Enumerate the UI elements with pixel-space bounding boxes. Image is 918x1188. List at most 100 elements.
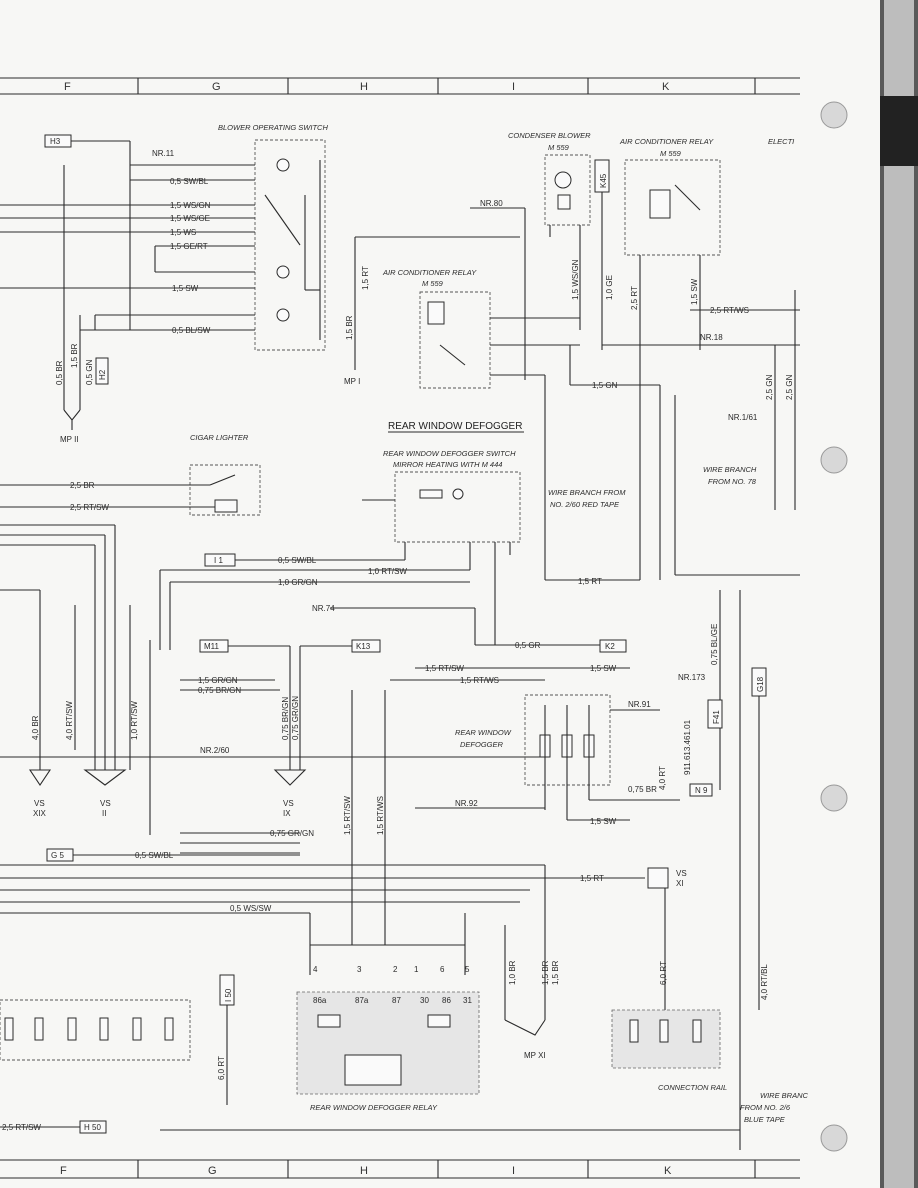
wire-label: 0,5 SW/BL <box>135 851 174 860</box>
wire-label: 2,5 GN <box>785 374 794 400</box>
wire-branch-blue-line3: BLUE TAPE <box>744 1115 786 1124</box>
grid-col-h: H <box>360 1165 368 1177</box>
fuse <box>99 1017 109 1041</box>
relay-terminal: 87 <box>392 996 401 1005</box>
connector-f41-label: F41 <box>712 710 721 724</box>
connector-k2 <box>599 639 627 653</box>
connector-k45-label: K45 <box>599 173 608 188</box>
condenser-blower-code: M 559 <box>548 143 570 152</box>
grid-header: F G H I K <box>0 77 800 95</box>
fuse-block: I 50 6,0 RT 2,5 RT/SW H 50 <box>0 974 235 1134</box>
relay-pin: 6 <box>440 965 445 974</box>
wire-label: 1,5 WS/GN <box>170 201 211 210</box>
connector-f41 <box>707 699 723 729</box>
grid-col-i: I <box>512 1165 515 1177</box>
grid-col-i: I <box>512 81 515 93</box>
lamp-icon <box>276 308 290 322</box>
wire-label: 1,0 RT/SW <box>368 567 407 576</box>
binder-sheet <box>884 0 914 1188</box>
fuse <box>132 1017 142 1041</box>
connector-h2-label: H2 <box>98 369 107 380</box>
grid-col-g: G <box>208 1165 217 1177</box>
node-nr11: NR.11 <box>152 149 175 158</box>
vs11-line1: VS <box>676 869 687 878</box>
condenser-blower: CONDENSER BLOWER M 559 NR.80 1,5 WS/GN <box>470 131 591 380</box>
rear-window-defogger-element: REAR WINDOW DEFOGGER 1,5 RT/SW 1,5 RT/WS… <box>343 664 767 1010</box>
cigar-lighter-title: CIGAR LIGHTER <box>190 433 249 442</box>
wire-branch-blue-line2: FROM NO. 2/6 <box>740 1103 791 1112</box>
wire-branch-78-line2: FROM NO. 78 <box>708 477 757 486</box>
wire-label: 0,75 BL/GE <box>710 624 719 665</box>
mirror-heating-title: MIRROR HEATING WITH M 444 <box>393 460 502 469</box>
wire-label: 1,5 RT <box>361 266 370 290</box>
vs11-junction <box>647 867 669 889</box>
wire-branch-blue-line1: WIRE BRANC <box>760 1091 809 1100</box>
wire-label: 0,5 SW/BL <box>170 177 209 186</box>
connector-k2-label: K2 <box>605 642 615 651</box>
wire-label: 1,5 RT <box>580 874 604 883</box>
connector-h2 <box>95 357 109 385</box>
relay-coil <box>427 1014 451 1028</box>
node-mp2: MP II <box>60 435 79 444</box>
wire-label: 1,5 BR <box>345 315 354 340</box>
ground-mp1: 1,5 BR 1,5 RT MP I <box>344 236 520 386</box>
wire-label: 2,5 RT/SW <box>2 1123 41 1132</box>
node-mp11: MP XI <box>524 1051 546 1060</box>
ac-relay-mid: AIR CONDITIONER RELAY M 559 1,5 GN <box>382 268 800 580</box>
rear-window-defogger-heading: REAR WINDOW DEFOGGER <box>388 421 522 432</box>
node-nr92: NR.92 <box>455 799 478 808</box>
ac-relay-top: AIR CONDITIONER RELAY M 559 ELECTI K45 1… <box>594 137 800 580</box>
node-nr260: NR.2/60 <box>200 746 230 755</box>
wire-label: 1,5 SW <box>690 278 699 305</box>
wire-label: 1,5 WS/GN <box>571 259 580 300</box>
wire-branch-260-line2: NO. 2/60 RED TAPE <box>550 500 620 509</box>
node-nr173: NR.173 <box>678 673 706 682</box>
fuse <box>659 1019 669 1043</box>
wire-label: 1,5 SW <box>590 817 617 826</box>
relay-pin: 3 <box>357 965 362 974</box>
connector-h50-label: H 50 <box>84 1123 101 1132</box>
binder-clip <box>880 96 918 166</box>
blower-switch-title: BLOWER OPERATING SWITCH <box>218 123 328 132</box>
wire-label: 1,5 GE/RT <box>170 242 208 251</box>
vs19-line1: VS <box>34 799 45 808</box>
defogger-relay-title: REAR WINDOW DEFOGGER RELAY <box>310 1103 438 1112</box>
connection-rail: CONNECTION RAIL WIRE BRANC FROM NO. 2/6 … <box>611 1009 809 1124</box>
relay-terminal: 31 <box>463 996 472 1005</box>
connector-n9 <box>689 783 713 797</box>
connector-g5-label: G 5 <box>51 851 64 860</box>
relay-coil <box>649 189 671 219</box>
vs11-line2: XI <box>676 879 684 888</box>
vs19-line2: XIX <box>33 809 47 818</box>
wire-label: 1,5 BR <box>541 960 550 985</box>
defogger-element-line2: DEFOGGER <box>460 740 504 749</box>
wire-label: 1,5 WS/GE <box>170 214 210 223</box>
connector-n9-label: N 9 <box>695 786 708 795</box>
wire-label: 1,5 BR <box>551 960 560 985</box>
wire-label: 6,0 RT <box>659 961 668 985</box>
fuse <box>692 1019 702 1043</box>
wire-label: 2,5 RT/SW <box>70 503 109 512</box>
relay-terminal: 87a <box>355 996 369 1005</box>
grid-col-f: F <box>60 1165 67 1177</box>
relay-terminal: 86a <box>313 996 327 1005</box>
ac-relay-top-title: AIR CONDITIONER RELAY <box>619 137 714 146</box>
grid-col-k: K <box>662 81 670 93</box>
motor-icon <box>554 171 572 189</box>
grid-col-k: K <box>664 1165 672 1177</box>
relay-pin: 5 <box>465 965 470 974</box>
wire-label: 0,75 BR/GN <box>281 697 290 740</box>
connector-h3-label: H3 <box>50 137 61 146</box>
wire-label: 4,0 RT/SW <box>65 701 74 740</box>
node-nr161: NR.1/61 <box>728 413 758 422</box>
node-mp1: MP I <box>344 377 360 386</box>
wire-label: 1,5 RT/WS <box>460 676 499 685</box>
fuse <box>67 1017 77 1041</box>
connector-h50 <box>79 1120 107 1134</box>
fuse <box>164 1017 174 1041</box>
fuse <box>629 1019 639 1043</box>
relay-terminal: 30 <box>420 996 429 1005</box>
grid-footer: F G H I K <box>0 1159 800 1179</box>
vs9-line1: VS <box>283 799 294 808</box>
